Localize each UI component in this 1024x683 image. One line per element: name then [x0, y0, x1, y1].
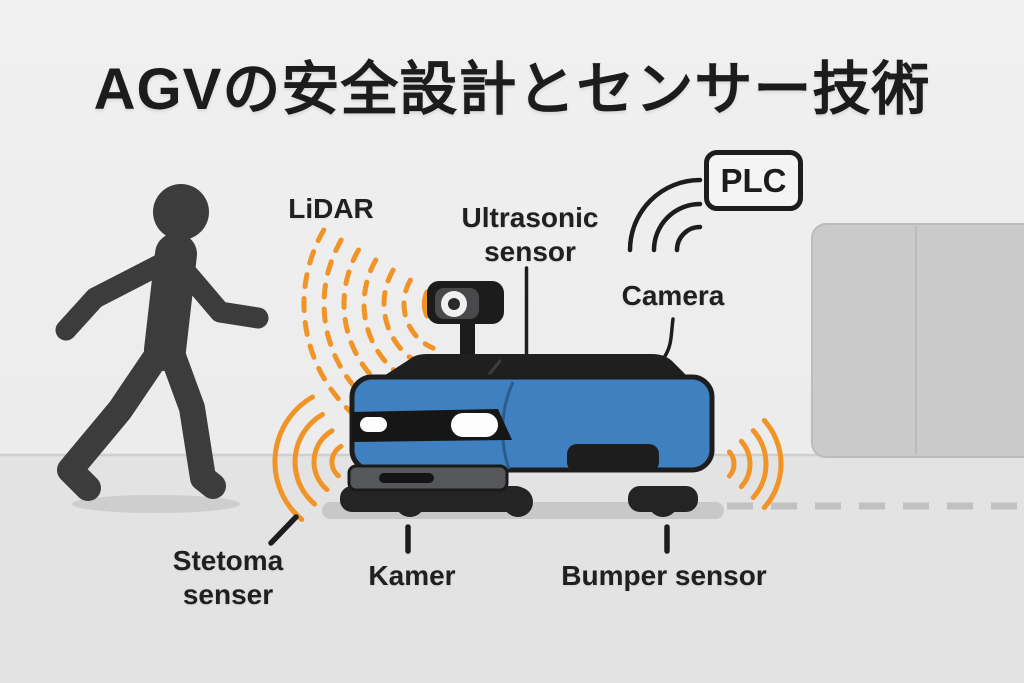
stetoma-leader-line	[268, 514, 299, 546]
label-bumper-sensor: Bumper sensor	[561, 560, 767, 591]
label-camera: Camera	[621, 280, 725, 311]
door-panel	[811, 223, 1024, 458]
wheels	[340, 486, 698, 517]
front-sensor-waves	[272, 394, 344, 522]
plc-signal-arcs	[627, 177, 703, 253]
person-silhouette	[55, 184, 269, 501]
camera-leader-line	[663, 317, 675, 358]
label-lidar: LiDAR	[288, 193, 374, 224]
front-sensor-band	[352, 409, 512, 442]
rear-sensor-waves	[726, 418, 784, 510]
page-title: AGVの安全設計とセンサー技術	[93, 57, 931, 122]
plc-label: PLC	[720, 161, 787, 199]
camera-mast	[427, 281, 504, 358]
agv-robot	[340, 281, 715, 517]
sensor-window-left	[360, 417, 387, 432]
label-ultrasonic-sensor: Ultrasonic sensor	[461, 202, 599, 267]
sensor-window-right	[451, 413, 498, 437]
person-head	[153, 184, 209, 240]
plc-box: PLC	[704, 150, 803, 211]
person-shadow	[72, 495, 240, 513]
rear-bumper-panel	[567, 444, 659, 472]
robot-roof	[376, 354, 692, 381]
label-stetoma-senser: Stetoma senser	[172, 545, 284, 610]
label-kamer: Kamer	[368, 560, 456, 591]
front-bumper	[347, 464, 509, 492]
